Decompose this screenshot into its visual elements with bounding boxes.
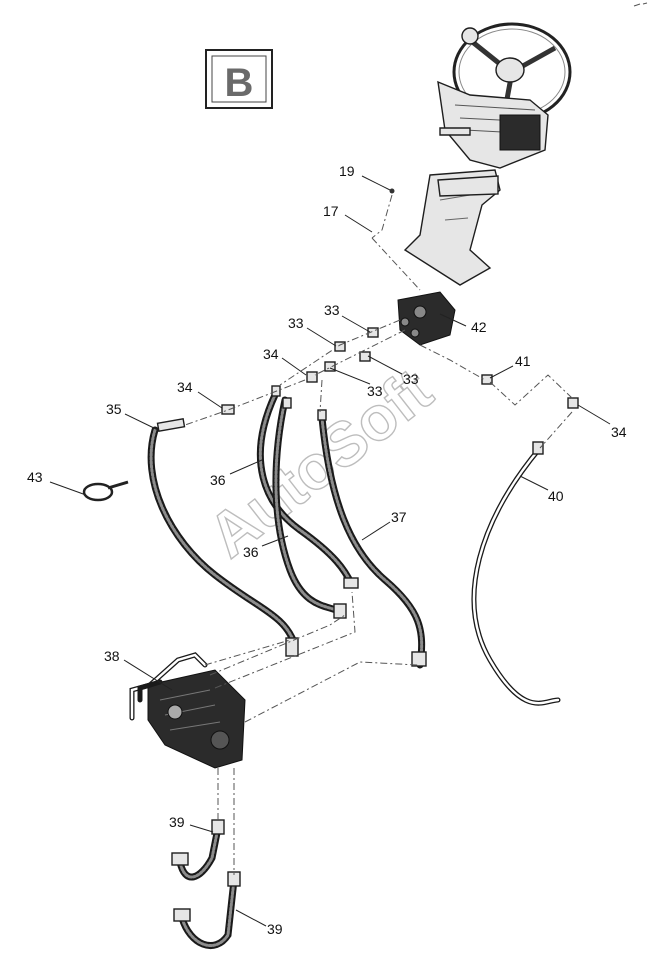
section-badge-letter: B xyxy=(225,61,254,105)
callout-33: 33 xyxy=(367,383,383,399)
callout-33: 33 xyxy=(288,315,304,331)
callout-43: 43 xyxy=(27,469,43,485)
callout-36: 36 xyxy=(210,472,226,488)
callout-42: 42 xyxy=(471,319,487,335)
callout-40: 40 xyxy=(548,488,564,504)
callout-38: 38 xyxy=(104,648,120,664)
hose-35 xyxy=(147,417,299,657)
steering-column-assembly xyxy=(403,22,572,286)
callout-labels: 19 17 33 33 42 34 33 33 41 34 35 34 43 3… xyxy=(27,163,627,937)
callout-35: 35 xyxy=(106,401,122,417)
callout-33: 33 xyxy=(324,302,340,318)
watermark: AutoSoft xyxy=(196,356,445,571)
section-badge: B xyxy=(205,49,273,109)
corner-mark xyxy=(633,2,648,7)
steering-valve xyxy=(397,291,456,346)
callout-37: 37 xyxy=(391,509,407,525)
callout-41: 41 xyxy=(515,353,531,369)
hydraulic-pump xyxy=(129,652,246,769)
cable-tie xyxy=(82,480,129,502)
hose-39-lower xyxy=(173,871,241,949)
hose-36-lower xyxy=(272,396,347,619)
callout-33: 33 xyxy=(403,371,419,387)
hose-36-upper xyxy=(256,391,359,589)
callout-34: 34 xyxy=(263,346,279,362)
callout-34: 34 xyxy=(177,379,193,395)
callout-36: 36 xyxy=(243,544,259,560)
hose-37 xyxy=(318,414,427,669)
callout-39: 39 xyxy=(169,814,185,830)
tube-40 xyxy=(471,441,561,706)
leader-lines xyxy=(49,175,611,927)
assembly-lines xyxy=(184,194,573,875)
callout-19: 19 xyxy=(339,163,355,179)
callout-34: 34 xyxy=(611,424,627,440)
callout-17: 17 xyxy=(323,203,339,219)
hose-39-upper xyxy=(171,819,225,881)
callout-39: 39 xyxy=(267,921,283,937)
